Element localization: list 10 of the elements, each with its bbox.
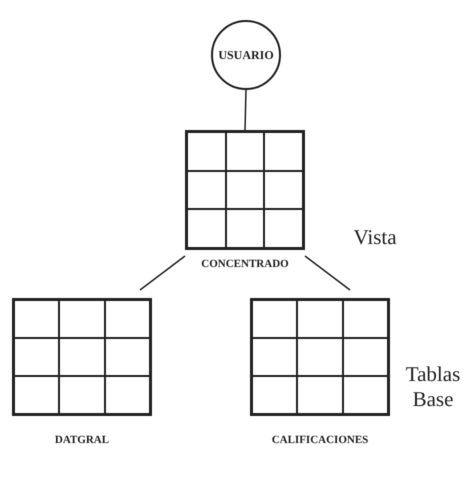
connector-line <box>304 255 350 291</box>
layer-label: Vista <box>352 225 398 250</box>
connector-line <box>244 90 247 130</box>
user-circle <box>211 20 281 90</box>
layer-label: Tablas Base <box>404 362 462 412</box>
table-name: CONCENTRADO <box>201 258 289 270</box>
connector-line <box>140 255 186 291</box>
node-label: USUARIO <box>218 48 274 62</box>
table-name: DATGRAL <box>54 434 110 446</box>
table-name: CALIFICACIONES <box>272 434 368 446</box>
